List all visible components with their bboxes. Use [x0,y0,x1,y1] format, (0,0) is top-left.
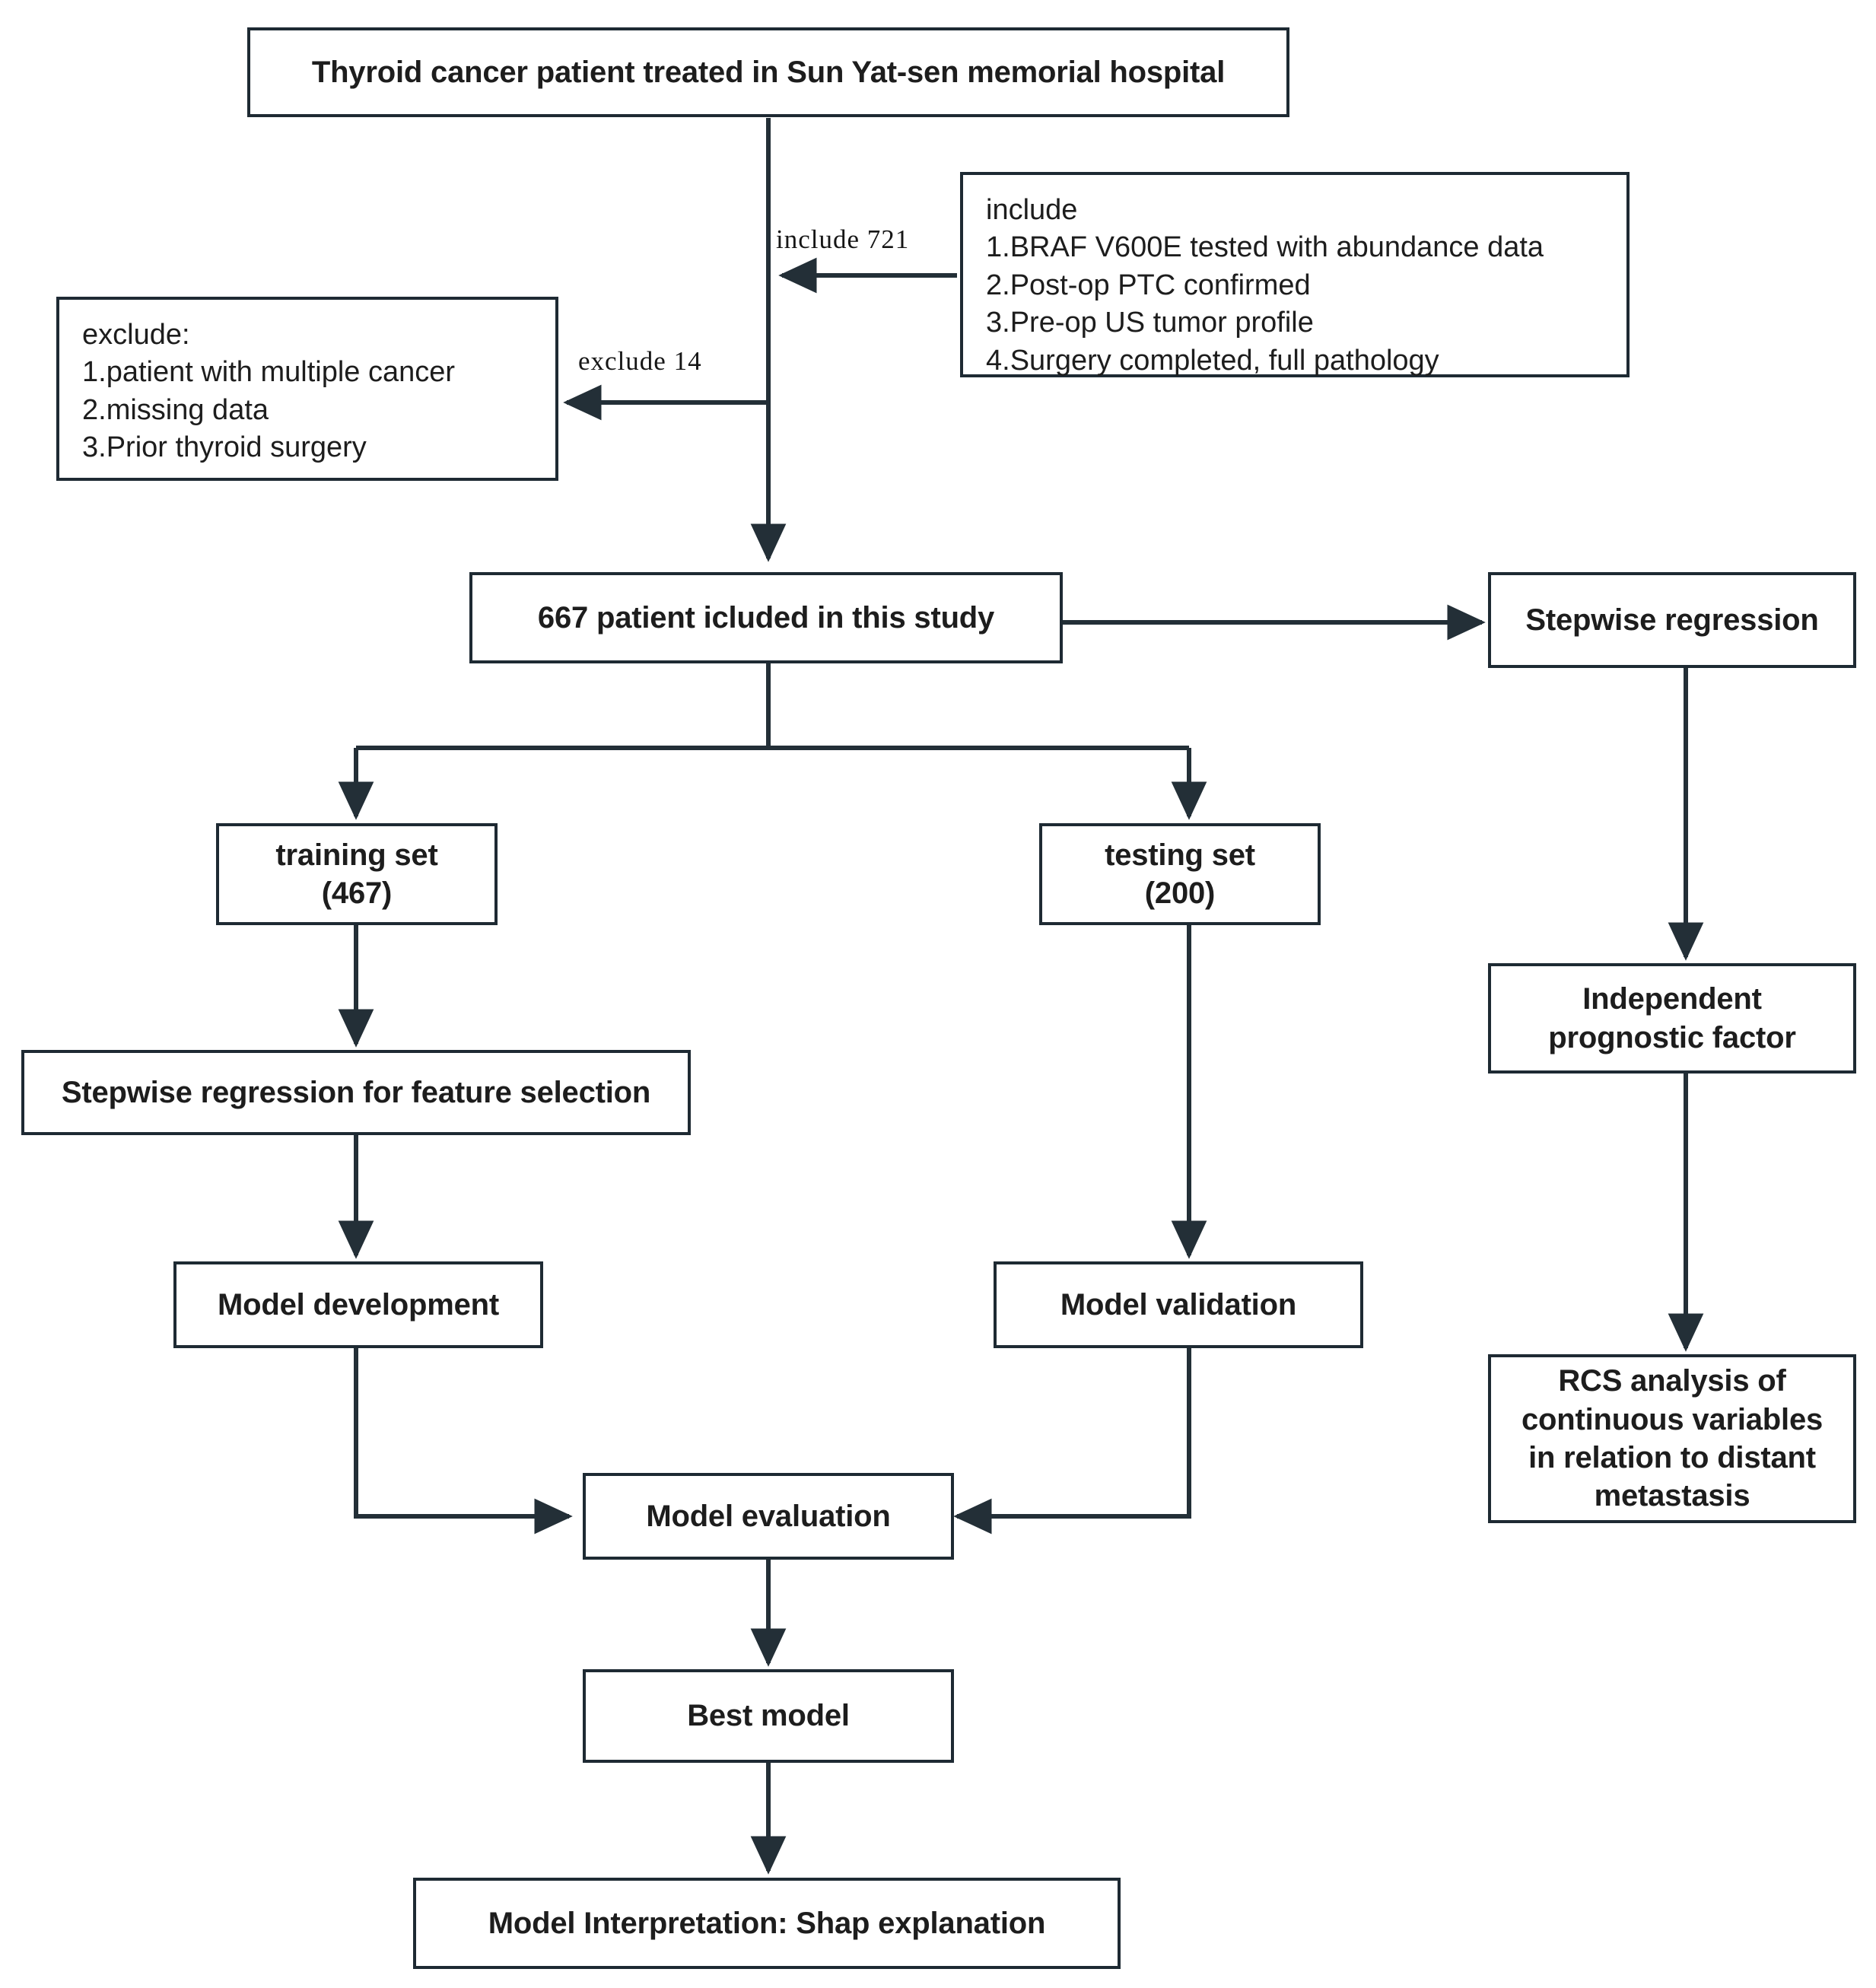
node-feature-selection[interactable]: Stepwise regression for feature selectio… [21,1050,691,1135]
edge-label-include-count: include 721 [776,224,910,254]
node-testing-set[interactable]: testing set (200) [1039,823,1321,925]
exclude-criteria-item-2: 2.missing data [82,393,269,426]
node-model-development[interactable]: Model development [173,1261,543,1348]
node-source-cohort[interactable]: Thyroid cancer patient treated in Sun Ya… [247,27,1289,117]
node-included-patients-label: 667 patient icluded in this study [537,600,995,635]
exclude-criteria-heading: exclude: [82,319,190,351]
node-model-development-label: Model development [218,1287,499,1322]
node-training-set[interactable]: training set (467) [216,823,498,925]
node-exclude-criteria[interactable]: exclude: 1.patient with multiple cancer … [56,297,558,481]
node-independent-prognostic-factor-label: Independent prognostic factor [1548,982,1796,1054]
node-best-model[interactable]: Best model [583,1669,954,1763]
node-included-patients[interactable]: 667 patient icluded in this study [469,572,1063,663]
node-stepwise-regression-label: Stepwise regression [1525,603,1819,637]
include-criteria-item-4: 4.Surgery completed, full pathology [986,344,1439,377]
node-source-cohort-label: Thyroid cancer patient treated in Sun Ya… [311,55,1226,89]
node-model-interpretation-label: Model Interpretation: Shap explanation [488,1906,1046,1940]
include-criteria-item-1: 1.BRAF V600E tested with abundance data [986,231,1544,264]
include-criteria-item-3: 3.Pre-op US tumor profile [986,307,1314,339]
exclude-criteria-item-3: 3.Prior thyroid surgery [82,431,367,464]
node-include-criteria[interactable]: include 1.BRAF V600E tested with abundan… [960,172,1630,377]
node-model-evaluation[interactable]: Model evaluation [583,1473,954,1560]
node-rcs-analysis[interactable]: RCS analysis of continuous variables in … [1488,1354,1856,1523]
include-criteria-heading: include [986,194,1078,226]
node-testing-set-label: testing set (200) [1105,838,1255,910]
node-feature-selection-label: Stepwise regression for feature selectio… [61,1075,651,1109]
node-stepwise-regression[interactable]: Stepwise regression [1488,572,1856,668]
node-model-validation[interactable]: Model validation [994,1261,1363,1348]
node-model-evaluation-label: Model evaluation [646,1499,891,1533]
node-best-model-label: Best model [687,1699,850,1733]
include-criteria-item-2: 2.Post-op PTC confirmed [986,269,1311,301]
edge-validation-to-evaluation [953,1348,1191,1535]
edge-label-exclude-count: exclude 14 [578,346,702,376]
exclude-criteria-item-1: 1.patient with multiple cancer [82,356,456,389]
node-model-validation-label: Model validation [1060,1287,1297,1322]
node-model-interpretation[interactable]: Model Interpretation: Shap explanation [413,1878,1121,1969]
node-independent-prognostic-factor[interactable]: Independent prognostic factor [1488,963,1856,1074]
edge-development-to-evaluation [354,1348,573,1535]
node-training-set-label: training set (467) [275,838,438,910]
node-rcs-analysis-label: RCS analysis of continuous variables in … [1521,1364,1824,1513]
